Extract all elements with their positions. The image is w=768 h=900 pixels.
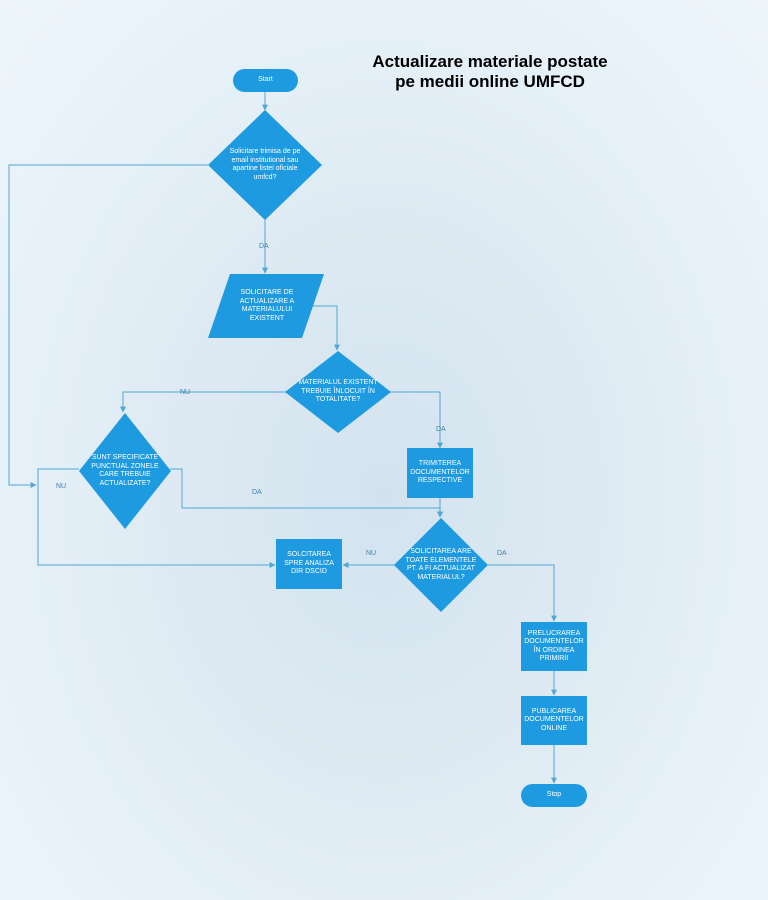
process-publish-label: PUBLICAREA DOCUMENTELOR ONLINE xyxy=(524,707,584,732)
decision-email-shape[interactable] xyxy=(208,110,322,220)
process-analysis-label: SOLCITAREA SPRE ANALIZA DIR DSCID xyxy=(284,551,334,576)
edge-complete-yes xyxy=(488,564,557,622)
decision-complete-label: SOLICITAREA ARE TOATE ELEMENTELE PT. A F… xyxy=(405,548,477,581)
process-analysis-shape[interactable] xyxy=(276,539,342,589)
edge-label-zones-yes: DA xyxy=(252,489,262,496)
edge-label-replace-yes: DA xyxy=(436,426,446,433)
process-processing-label: PRELUCRAREA DOCUMENTELOR ÎN ORDINEA PRIM… xyxy=(524,629,584,663)
edge-email-no xyxy=(8,164,208,488)
process-publish-shape[interactable] xyxy=(521,696,587,745)
edge-zones-no xyxy=(37,468,276,568)
decision-zones-shape[interactable] xyxy=(79,413,171,529)
decision-replace-label: MATERIALUL EXISTENT TREBUIE ÎNLOCUIT ÎN … xyxy=(298,379,378,404)
start-terminal[interactable] xyxy=(233,69,298,92)
diagram-title: Actualizare materiale postate pe medii o… xyxy=(340,52,640,92)
start-label: Start xyxy=(258,76,273,84)
diagram-title-line-1: Actualizare materiale postate xyxy=(372,52,608,71)
input-request-shape[interactable] xyxy=(208,274,324,338)
shapes xyxy=(79,69,587,807)
edge-label-zones-no: NU xyxy=(56,483,67,490)
edge-label-replace-no: NU xyxy=(180,389,191,396)
edge-replace-yes xyxy=(390,391,443,449)
stop-label: Stop xyxy=(546,791,562,799)
diagram-title-line-2: pe medii online UMFCD xyxy=(395,72,585,91)
edge-label-email-yes: DA xyxy=(259,243,269,250)
decision-zones-label: SUNT SPECIFICATE PUNCTUAL ZONELE CARE TR… xyxy=(91,454,159,487)
process-processing-shape[interactable] xyxy=(521,622,587,671)
connectors xyxy=(8,92,557,784)
edge-label-complete-no: NU xyxy=(366,550,377,557)
edge-replace-no xyxy=(120,391,286,413)
input-request-label: SOLICITARE DE ACTUALIZARE A MATERIALULUI… xyxy=(239,289,295,322)
process-send-docs-shape[interactable] xyxy=(407,448,473,498)
edge-label-complete-yes: DA xyxy=(497,550,507,557)
edge-zones-yes xyxy=(170,468,443,518)
process-send-docs-label: TRIMITEREA DOCUMENTELOR RESPECTIVE xyxy=(410,460,470,485)
decision-email-label: Solicitare trimisa de pe email instituti… xyxy=(229,148,301,181)
edge-request-to-replace xyxy=(306,305,340,351)
decision-replace-shape[interactable] xyxy=(285,351,391,433)
decision-complete-shape[interactable] xyxy=(394,518,488,612)
stop-terminal[interactable] xyxy=(521,784,587,807)
